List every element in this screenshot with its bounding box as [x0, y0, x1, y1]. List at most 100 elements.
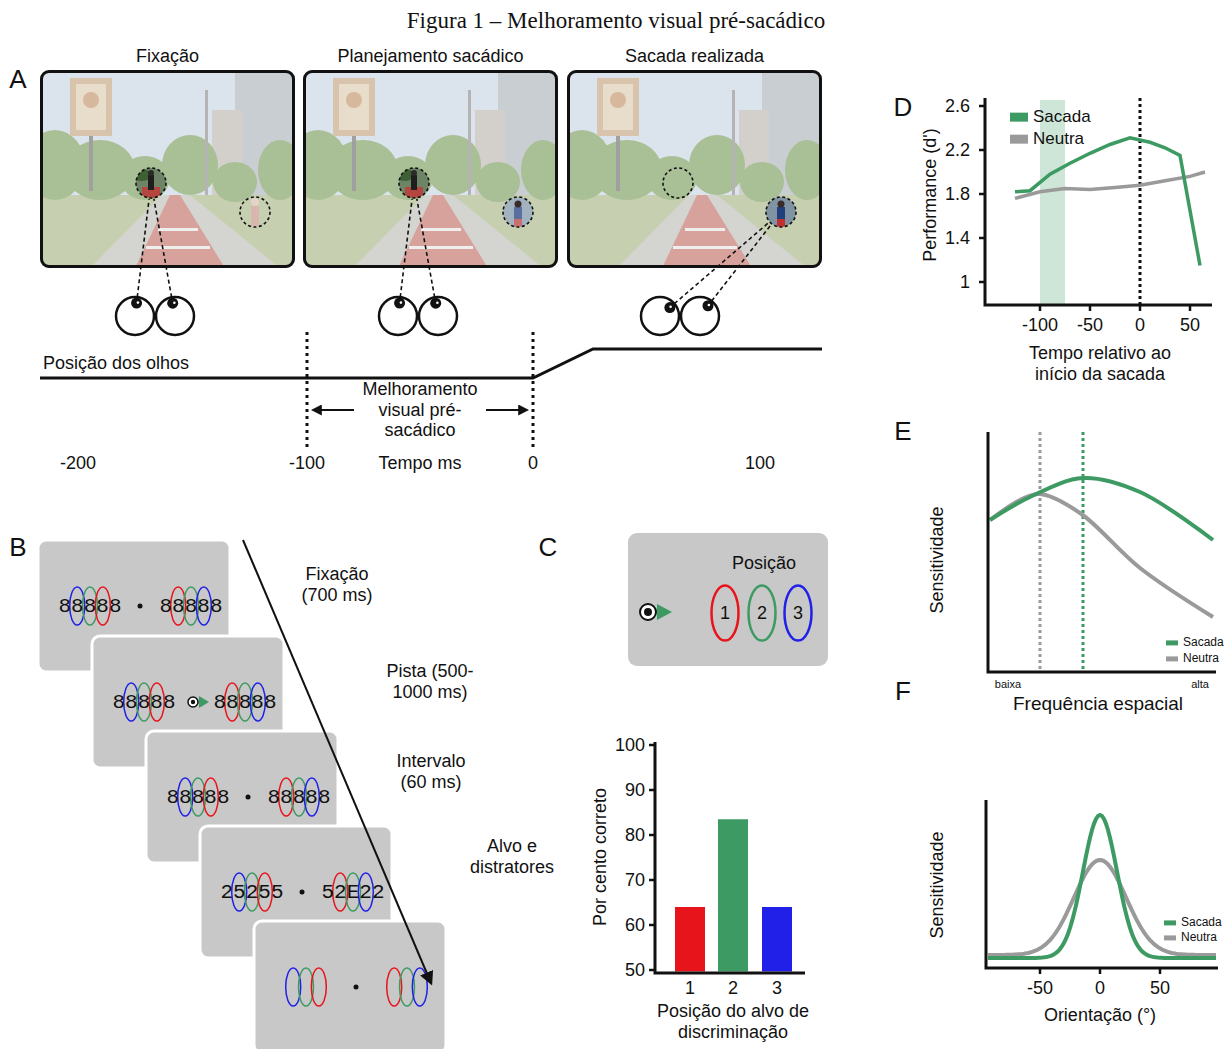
pole — [616, 136, 620, 191]
lane-stripe — [421, 228, 461, 231]
position-number: 1 — [720, 603, 730, 624]
focus-detail — [133, 167, 167, 199]
road — [617, 195, 807, 268]
chart-axes — [986, 800, 1218, 968]
pupil-glint — [708, 304, 711, 307]
gaze-line — [154, 199, 172, 298]
trial-screen: 2525552E22 — [200, 826, 392, 958]
pole — [89, 136, 93, 191]
timeline-label: Pista (500-1000 ms) — [380, 661, 480, 702]
billboard-figure — [610, 92, 626, 108]
legend-item: Neutra — [1164, 931, 1217, 944]
pupil — [430, 298, 441, 309]
position-ellipse: 1 — [710, 584, 740, 642]
tick-label: 50 — [625, 960, 645, 981]
axis-label: Tempo relativo ao início da sacada — [1010, 343, 1190, 384]
eyeball — [116, 297, 154, 335]
sky — [567, 70, 822, 268]
trial-screen-face — [254, 921, 446, 1049]
focus-person — [411, 175, 417, 190]
eyeball — [641, 297, 679, 335]
saccade-line — [1015, 138, 1200, 266]
panel-letter: F — [895, 677, 911, 707]
tree — [740, 162, 784, 202]
legend-item: Sacada — [1010, 108, 1091, 127]
trial-screen: 88888 88888 — [38, 540, 230, 672]
pupil — [131, 298, 142, 309]
pedestrian-head — [251, 198, 259, 206]
focus-circle — [240, 197, 270, 227]
tree — [258, 140, 295, 200]
focus-person — [777, 207, 785, 219]
position-ring — [311, 968, 326, 1006]
focus-circle — [663, 168, 693, 198]
panel-letter: D — [894, 93, 913, 123]
tick-label: -200 — [60, 453, 96, 474]
axis-label: Por cento correto — [590, 788, 611, 926]
fixation-dot — [246, 795, 251, 800]
panel-heading: Sacada realizada — [625, 46, 764, 67]
photo-panel: Planejamento sacádico — [303, 70, 558, 268]
street-photo — [40, 70, 295, 268]
tick-label: 2.2 — [945, 140, 970, 161]
digit-string: 88888 — [166, 787, 229, 808]
tree — [689, 135, 745, 195]
lane-stripe — [146, 246, 210, 249]
tick-label: 80 — [625, 825, 645, 846]
tick-label: 1 — [960, 272, 970, 293]
legend-swatch — [1166, 657, 1178, 662]
focus-scene — [765, 196, 797, 228]
focus-person — [148, 175, 154, 190]
tick-label: 1.4 — [945, 228, 970, 249]
legend-text: Neutra — [1033, 130, 1084, 149]
position-box-face — [628, 533, 828, 666]
billboard — [597, 78, 639, 136]
accuracy-bar — [675, 907, 705, 972]
digit-string: 88888 — [213, 692, 276, 713]
digit-string: 88888 — [112, 692, 175, 713]
gaze-line — [674, 222, 768, 303]
tick-label: baixa — [995, 678, 1021, 691]
road — [90, 195, 280, 268]
tick-label: 1.8 — [945, 184, 970, 205]
photo-panel: Sacada realizada — [567, 70, 822, 268]
pupil-glint — [173, 301, 176, 304]
billboard-figure — [83, 92, 99, 108]
time-marker — [532, 332, 535, 448]
digit-string: 88888 — [159, 596, 222, 617]
digit-string: 52E22 — [321, 882, 384, 903]
panel-letter: E — [894, 417, 911, 447]
focus-person-head — [411, 170, 417, 176]
digit-string: 88888 — [58, 596, 121, 617]
focus-circle — [766, 197, 796, 227]
focus-scene — [502, 196, 534, 228]
saccade-curve — [990, 478, 1213, 540]
eye-position-trace — [40, 349, 822, 378]
cue-arrow — [199, 696, 209, 708]
tree — [521, 140, 558, 200]
tick-label: 0 — [1095, 978, 1105, 999]
fixation-dot — [138, 604, 143, 609]
focus-person-head — [515, 201, 522, 208]
tree — [785, 140, 822, 200]
legend-item: Neutra — [1166, 652, 1219, 665]
focus-circle — [503, 197, 533, 227]
axis-label: Tempo ms — [378, 453, 461, 474]
focus-detail — [396, 167, 430, 199]
tick-label: 2 — [728, 978, 738, 999]
billboard-image — [603, 84, 633, 130]
legend-swatch — [1010, 135, 1028, 144]
legend-text: Sacada — [1181, 916, 1222, 929]
fixation-dot — [354, 985, 359, 990]
focus-detail — [502, 196, 534, 228]
focus-circle — [136, 168, 166, 198]
lane-stripe — [409, 246, 473, 249]
panel-letter: B — [9, 533, 26, 563]
pupil-glint — [436, 301, 439, 304]
timeline-label: Intervalo (60 ms) — [381, 751, 481, 792]
eyeball — [379, 297, 417, 335]
position-number: 3 — [793, 603, 803, 624]
legend-text: Neutra — [1183, 652, 1219, 665]
